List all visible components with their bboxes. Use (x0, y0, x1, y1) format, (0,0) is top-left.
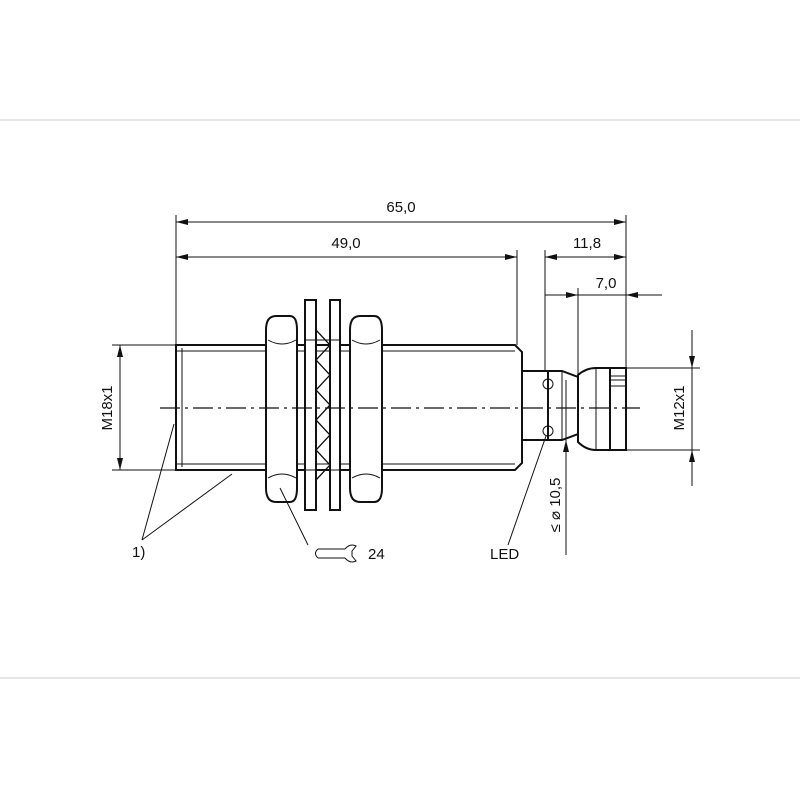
wrench-size-label: 24 (368, 546, 385, 563)
dim-m18-thread (112, 344, 176, 471)
dim-m12-thread-label: M12x1 (671, 385, 688, 430)
dim-housing-length (176, 250, 518, 345)
lock-washer (304, 299, 341, 511)
dim-m18-thread-label: M18x1 (99, 385, 116, 430)
note-leaders (141, 423, 233, 541)
dim-overall-length-label: 65,0 (386, 199, 415, 216)
dim-connector-length-label: 11,8 (573, 235, 601, 252)
dim-thread-length-label: 7,0 (596, 275, 617, 292)
nut-left (265, 315, 298, 503)
dim-housing-length-label: 49,0 (331, 235, 360, 252)
dim-overall-length (175, 215, 627, 368)
dim-thread-length (545, 288, 662, 375)
wrench-icon (315, 544, 357, 563)
dim-connector-length (544, 250, 626, 370)
note-ref-label: 1) (132, 544, 145, 561)
dim-diameter-label: ≤ ⌀ 10,5 (547, 478, 564, 533)
led-leader (507, 435, 547, 546)
connector (521, 367, 627, 451)
dim-m12-thread (626, 330, 700, 486)
dim-diameter (563, 380, 569, 555)
nut-right (349, 315, 383, 503)
wrench-leader (279, 487, 309, 546)
led-hole (542, 425, 554, 437)
connector-hole-top (542, 378, 554, 390)
led-label: LED (490, 546, 519, 563)
